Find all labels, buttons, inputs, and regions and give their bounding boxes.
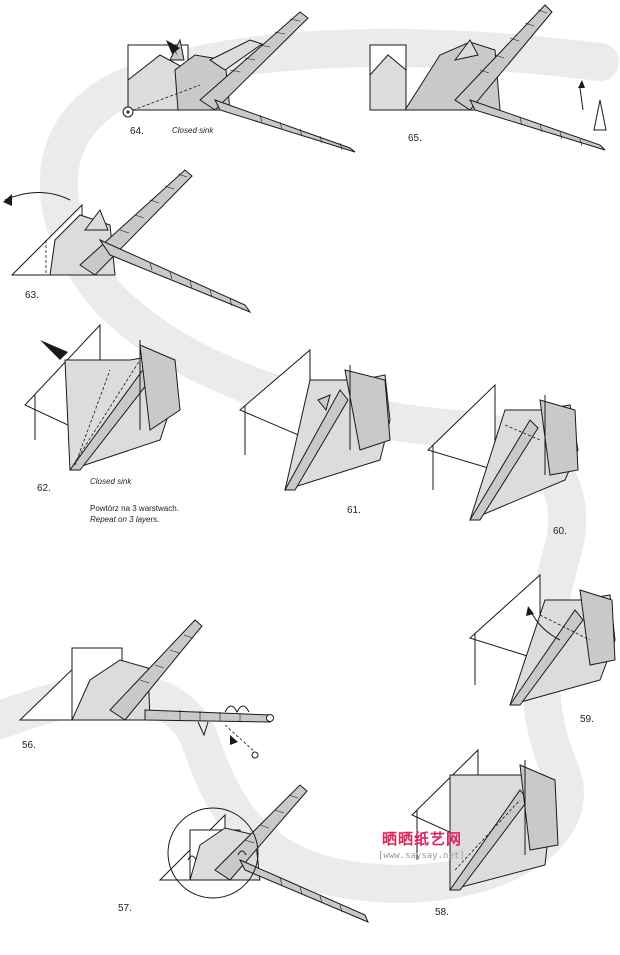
step-path-band <box>0 28 619 903</box>
step-58-figure <box>411 748 559 891</box>
step-61-label: 61. <box>347 505 361 516</box>
step-56-figure <box>18 619 274 759</box>
watermark-url: [www.saysay.net] <box>378 851 465 861</box>
step-61-figure <box>239 348 391 491</box>
step-62-caption: Closed sink <box>90 477 132 486</box>
step-56-label: 56. <box>22 740 36 751</box>
step-64-label: 64. <box>130 126 144 137</box>
watermark-title: 晒晒纸艺网 <box>382 830 463 848</box>
step-62-note-en: Repeat on 3 layers. <box>90 515 160 524</box>
step-65-figure <box>369 4 607 151</box>
step-59-figure <box>469 573 616 706</box>
step-62-label: 62. <box>37 483 51 494</box>
step-64-caption: Closed sink <box>172 126 214 135</box>
step-57-figure <box>158 784 369 923</box>
step-64-figure <box>122 11 356 153</box>
step-62-figure <box>24 323 181 471</box>
step-65-label: 65. <box>408 133 422 144</box>
step-63-figure <box>3 169 252 314</box>
step-62-note-pl: Powtórz na 3 warstwach. <box>90 504 179 513</box>
step-58-label: 58. <box>435 907 449 918</box>
step-63-label: 63. <box>25 290 39 301</box>
step-60-label: 60. <box>553 526 567 537</box>
step-59-label: 59. <box>580 714 594 725</box>
step-57-label: 57. <box>118 903 132 914</box>
step-60-figure <box>427 383 579 521</box>
